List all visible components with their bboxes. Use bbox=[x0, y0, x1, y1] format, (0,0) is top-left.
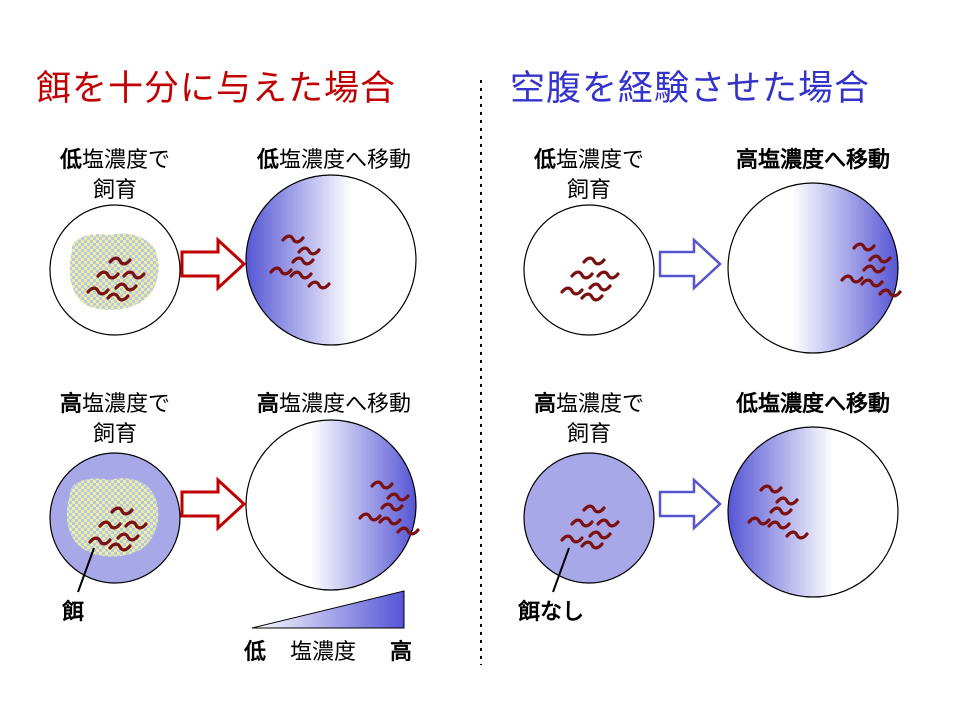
title-starved: 空腹を経験させた場合 bbox=[510, 69, 871, 109]
plate-starved-high-rearing bbox=[523, 452, 655, 593]
plate-starved-low-test bbox=[727, 182, 900, 354]
arrow-br bbox=[658, 477, 722, 531]
label-tr-rearing: 低塩濃度で 飼育 bbox=[533, 148, 645, 203]
callout-food: 餌 bbox=[62, 600, 85, 625]
plate-starved-low-rearing bbox=[523, 204, 655, 336]
label-bl-move: 高塩濃度へ移動 bbox=[256, 392, 412, 417]
title-fed: 餌を十分に与えた場合 bbox=[36, 69, 397, 109]
plate-fed-low-test bbox=[245, 174, 417, 346]
label-br-move: 低塩濃度へ移動 bbox=[735, 392, 890, 417]
callout-no-food: 餌なし bbox=[518, 600, 585, 625]
food-callout-line bbox=[77, 547, 95, 593]
legend-salt-label: 塩濃度 bbox=[290, 640, 357, 665]
arrow-tl bbox=[180, 236, 247, 292]
label-tr-move: 高塩濃度へ移動 bbox=[735, 148, 890, 173]
label-tl-rearing: 低塩濃度で 飼育 bbox=[59, 148, 171, 203]
plate-starved-high-test bbox=[727, 426, 899, 598]
no-food-callout-line bbox=[552, 547, 570, 593]
arrow-tr bbox=[658, 237, 722, 291]
plate-fed-low-rearing bbox=[49, 204, 181, 336]
food-patch bbox=[69, 233, 159, 310]
plate-fed-high-rearing bbox=[49, 452, 181, 593]
label-tl-move: 低塩濃度へ移動 bbox=[256, 148, 412, 173]
legend-low: 低 bbox=[244, 640, 267, 665]
plate-fed-high-test bbox=[245, 419, 418, 591]
label-bl-rearing: 高塩濃度で 飼育 bbox=[59, 392, 171, 447]
label-br-rearing: 高塩濃度で 飼育 bbox=[533, 392, 645, 447]
legend-salt-gradient bbox=[251, 590, 405, 629]
arrow-bl bbox=[180, 476, 247, 532]
legend-high: 高 bbox=[390, 640, 413, 665]
